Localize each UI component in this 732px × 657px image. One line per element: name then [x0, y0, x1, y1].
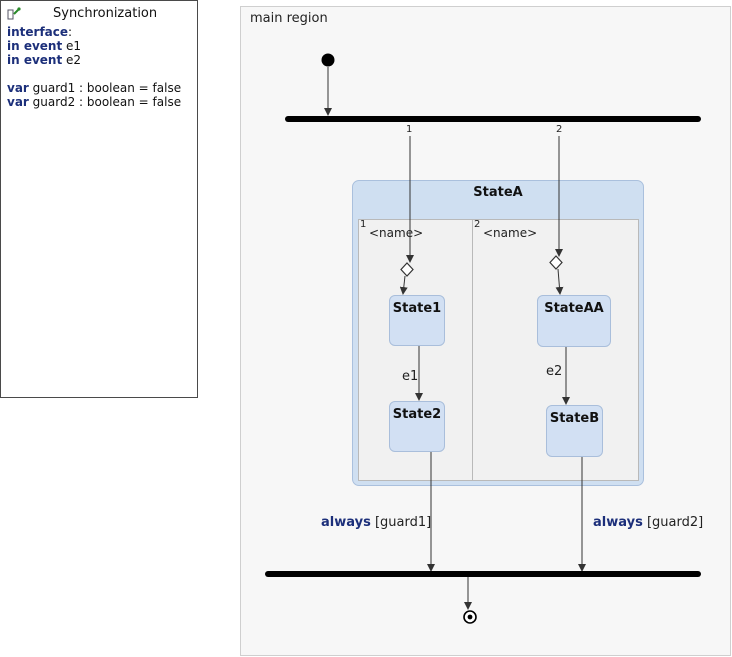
composite-state-title: StateA [473, 185, 523, 200]
code-text: e2 [62, 53, 82, 67]
guard-keyword: always [321, 515, 371, 530]
transition-label-guard1: always [guard1] [321, 515, 431, 530]
entry-diamond-1[interactable] [400, 262, 414, 277]
definition-header: Synchronization [5, 5, 195, 23]
transition-label-e1: e1 [402, 369, 419, 384]
state-state1[interactable]: State1 [389, 295, 445, 346]
code-line: in event e2 [7, 53, 181, 67]
code-text: e1 [62, 39, 82, 53]
code-line: var guard2 : boolean = false [7, 95, 181, 109]
fork-out-label-1: 1 [406, 124, 413, 135]
code-keyword: var [7, 95, 29, 109]
subregion-number: 2 [474, 219, 481, 230]
code-text: guard2 : boolean = false [28, 95, 182, 109]
code-line: interface: [7, 25, 181, 39]
code-keyword: in event [7, 39, 63, 53]
fork-out-label-2: 2 [556, 124, 563, 135]
definition-panel: Synchronization interface: in event e1 i… [0, 0, 198, 398]
state-label: State1 [392, 301, 442, 316]
statechart-definition-icon [7, 7, 21, 20]
transition-label-guard2: always [guard2] [593, 515, 703, 530]
code-keyword: interface [7, 25, 69, 39]
subregion-name: <name> [483, 226, 538, 240]
final-state-dot [467, 614, 473, 620]
state-stateaa[interactable]: StateAA [537, 295, 611, 347]
code-keyword: var [7, 81, 29, 95]
guard-keyword: always [593, 515, 643, 530]
definition-code: interface: in event e1 in event e2 var g… [7, 25, 181, 109]
transition-label-e2: e2 [546, 364, 563, 379]
code-line: var guard1 : boolean = false [7, 81, 181, 95]
state-label: StateB [549, 411, 600, 426]
state-label: StateAA [544, 301, 604, 316]
state-stateb[interactable]: StateB [546, 405, 603, 457]
initial-state[interactable] [321, 53, 335, 67]
code-keyword: in event [7, 53, 63, 67]
definition-title: Synchronization [53, 6, 158, 21]
region-label: main region [250, 11, 328, 26]
code-text: guard1 : boolean = false [28, 81, 182, 95]
subregion-number: 1 [360, 219, 367, 230]
code-line: in event e1 [7, 39, 181, 53]
guard-text: [guard1] [370, 515, 432, 530]
transition-entry-state1[interactable] [399, 275, 408, 295]
state-label: State2 [392, 407, 442, 422]
state-state2[interactable]: State2 [389, 401, 445, 452]
guard-text: [guard2] [642, 515, 704, 530]
code-text: : [68, 25, 73, 39]
entry-diamond-2[interactable] [549, 255, 563, 270]
transition-entry-stateaa[interactable] [555, 268, 564, 295]
